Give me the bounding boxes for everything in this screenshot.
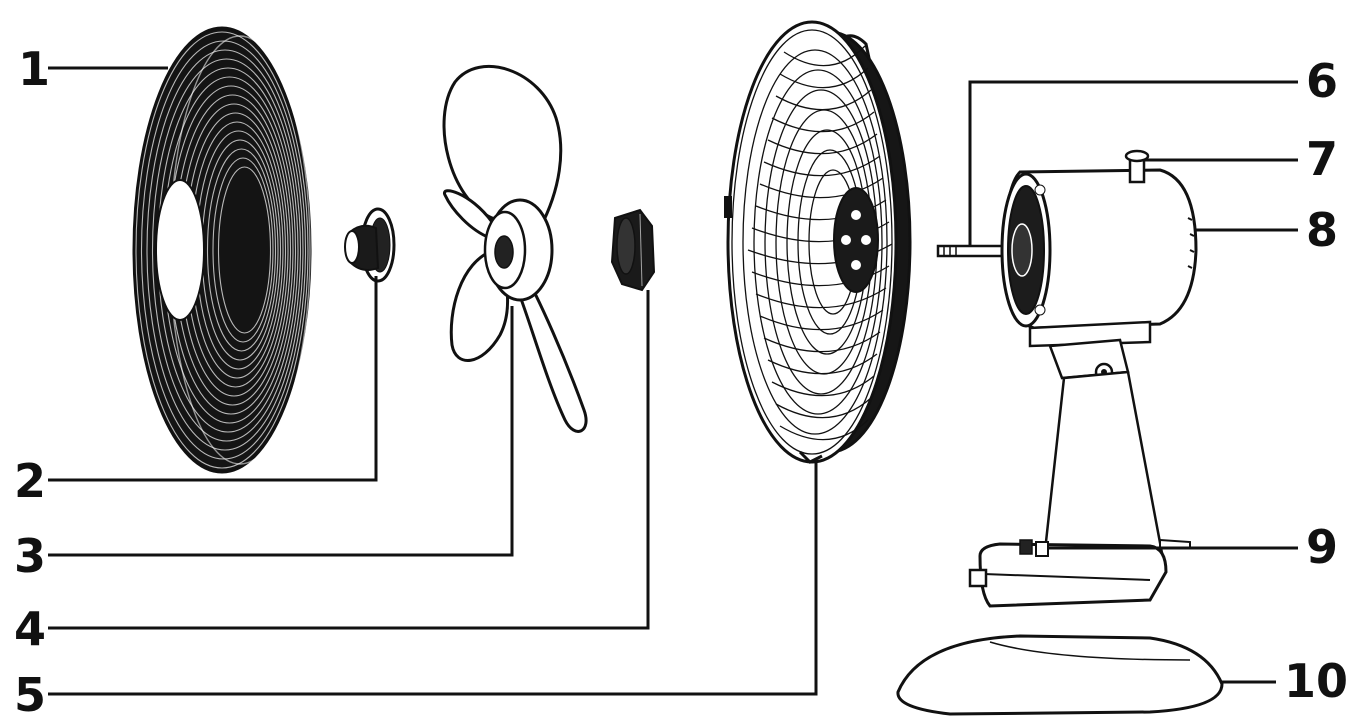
grille-wire [767,133,878,155]
grille-wire [140,40,307,460]
grille-wire [135,31,309,469]
grille-wire [212,157,274,343]
grille-wire [779,419,869,441]
callout-6: 6 [1306,54,1339,108]
grille-wire [751,265,890,287]
grille-ring [731,29,893,455]
fan-blade [442,65,588,433]
callout-2: 2 [14,454,47,508]
grille-wire [763,331,881,353]
grille-wire [783,45,866,67]
grille-ring [742,49,888,435]
callout-1: 1 [18,42,51,96]
grille-wire [775,397,872,419]
grille-nut [610,208,656,292]
callout-4: 4 [14,602,47,656]
grille-wire [146,49,304,451]
front-grille [132,26,312,474]
rear-grille [724,20,912,464]
callout-3: 3 [14,529,47,583]
motor-stand-assembly [896,149,1224,716]
grille-ring [753,69,883,415]
grille-wire [206,148,277,352]
grille-wire [759,309,884,331]
callout-5: 5 [14,668,47,722]
grille-wire [217,166,272,334]
grille-wire [779,67,869,89]
grille-wire [771,111,875,133]
grille-wire [759,177,884,199]
leader-lines [48,66,1298,696]
callout-8: 8 [1306,203,1339,257]
callout-7: 7 [1306,132,1339,186]
grille-wire [151,58,302,442]
spinner-cap [344,207,396,283]
callout-9: 9 [1306,520,1339,574]
callout-10: 10 [1284,654,1349,708]
